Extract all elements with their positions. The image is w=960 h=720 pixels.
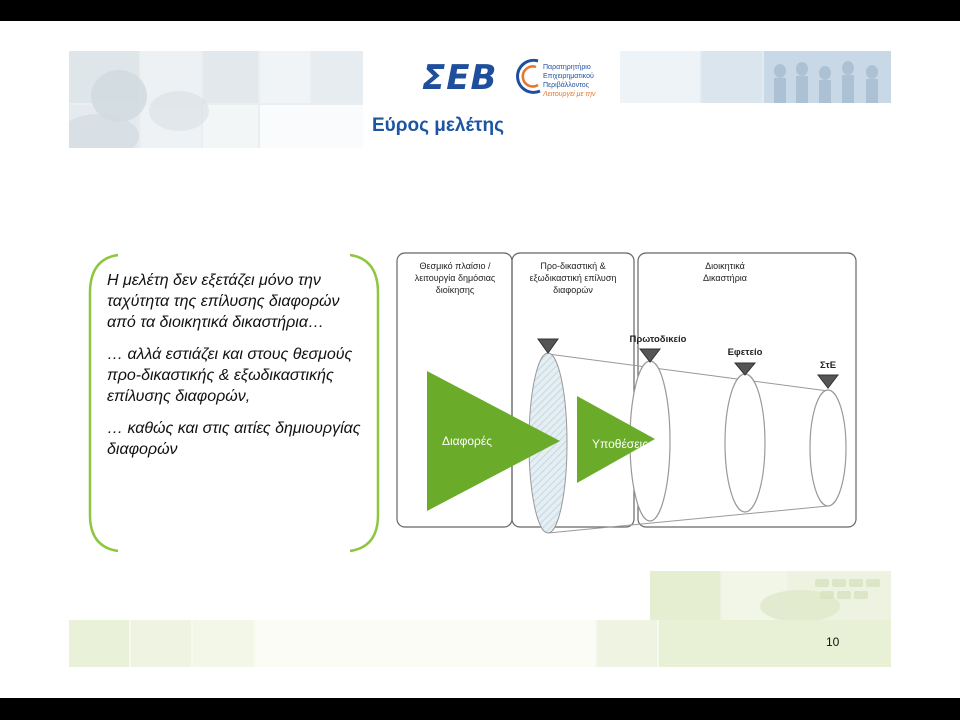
logo-subtitle: Παρατηρητήριο Επιχειρηματικού Περιβάλλον…: [543, 63, 596, 99]
court-label-appeal: Εφετείο: [728, 347, 763, 358]
funnel-bottom-line: [547, 505, 829, 534]
marker-first-instance-triangle: [638, 348, 662, 363]
panel2-title-line2: εξωδικαστική επίλυση: [530, 273, 617, 283]
court-ellipse-appeal: [724, 373, 766, 513]
scope-paragraph-3: … καθώς και στις αιτίες δημιουργίας διαφ…: [107, 420, 361, 458]
slide-title: Εύρος μελέτης: [372, 115, 504, 136]
footer-keyboard-image: [650, 571, 891, 620]
scope-paragraph-2: … αλλά εστιάζει και στους θεσμούς προ-δι…: [107, 346, 353, 405]
logo-swoosh-icon: [516, 58, 541, 94]
header-photo-left: [69, 51, 363, 148]
panel1-title-line2: λειτουργία δημόσιας: [415, 273, 496, 283]
panel1-title-line3: διοίκησης: [436, 285, 475, 295]
logo-subtitle-line: Παρατηρητήριο: [543, 64, 591, 71]
panel1-title-line1: Θεσμικό πλαίσιο /: [420, 261, 491, 271]
panel3-title-line1: Διοικητικά: [705, 261, 745, 271]
footer-photo-band: [69, 620, 891, 667]
text-bracket: [88, 253, 380, 553]
header-photo-right: [620, 51, 891, 103]
seb-logo: ΣΕΒ Παρατηρητήριο Επιχειρηματικού Περιβά…: [418, 51, 618, 103]
logo-text: ΣΕΒ: [422, 58, 498, 98]
study-scope-text: Η μελέτη δεν εξετάζει μόνο την ταχύτητα …: [107, 270, 372, 471]
logo-subtitle-line: Περιβάλλοντος: [543, 82, 590, 89]
logo-tagline: Λειτουργεί με την: [543, 91, 596, 98]
arrow-cases: [577, 396, 655, 483]
panel3-title-line2: Δικαστήρια: [703, 273, 747, 283]
arrow-cases-label: Υποθέσεις: [592, 437, 648, 451]
court-ellipse-council-of-state: [809, 389, 847, 507]
panel2-title-line1: Προ-δικαστική &: [540, 261, 605, 271]
court-label-first-instance: Πρωτοδικείο: [630, 334, 687, 345]
slide: ΣΕΒ Παρατηρητήριο Επιχειρηματικού Περιβά…: [0, 21, 960, 698]
arrow-disputes-label: Διαφορές: [442, 434, 492, 448]
page-number: 10: [826, 635, 840, 649]
court-label-council-of-state: ΣτΕ: [820, 360, 836, 371]
scope-paragraph-1: Η μελέτη δεν εξετάζει μόνο την ταχύτητα …: [107, 272, 340, 331]
marker-entry-triangle: [537, 338, 559, 354]
marker-appeal-triangle: [733, 362, 757, 376]
marker-council-triangle: [816, 374, 840, 389]
funnel-top-line: [547, 353, 829, 392]
scope-diagram: Θεσμικό πλαίσιο / λειτουργία δημόσιας δι…: [396, 252, 857, 534]
panel2-title-line3: διαφορών: [553, 285, 593, 295]
arrow-disputes: [427, 371, 560, 511]
logo-subtitle-line: Επιχειρηματικού: [543, 73, 594, 80]
